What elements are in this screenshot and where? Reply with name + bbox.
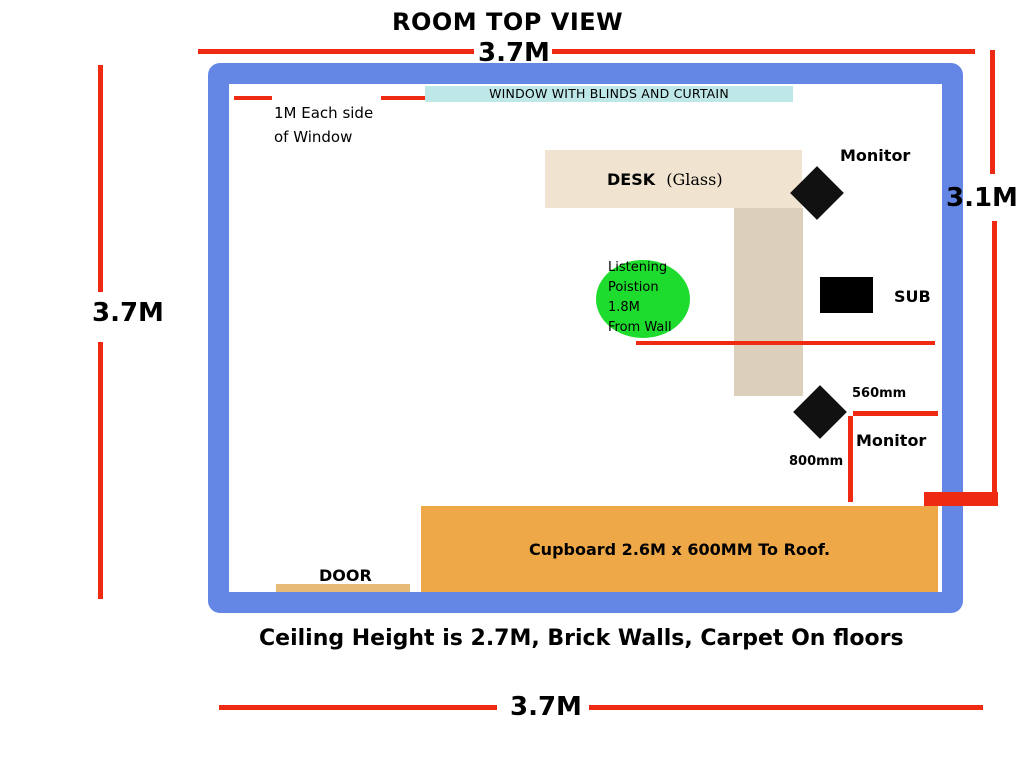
desk-return <box>734 208 803 396</box>
right-dimension-line-bottom <box>992 221 997 505</box>
offset-line-horizontal <box>853 411 938 416</box>
monitor-top-label: Monitor <box>840 146 911 165</box>
offset-line-vertical <box>848 416 853 502</box>
desk-label: DESK <box>607 170 656 189</box>
top-dimension-line-left <box>198 49 474 54</box>
left-dimension-label: 3.7M <box>92 298 164 328</box>
top-dimension-line-right <box>552 49 975 54</box>
door-label: DOOR <box>319 566 372 585</box>
desk-label-group: DESK (Glass) <box>607 170 723 189</box>
cupboard-label: Cupboard 2.6M x 600MM To Roof. <box>528 539 831 559</box>
window: WINDOW WITH BLINDS AND CURTAIN <box>425 86 793 102</box>
bottom-dimension-label: 3.7M <box>510 692 582 722</box>
ceiling-note: Ceiling Height is 2.7M, Brick Walls, Car… <box>259 626 904 651</box>
listening-position-line2: Poistion <box>608 280 659 295</box>
listening-distance-line <box>636 341 935 345</box>
listening-position-label: Listening Poistion 1.8M From Wall <box>608 258 672 338</box>
left-dimension-line-bottom <box>98 342 103 599</box>
offset-vertical-label: 800mm <box>789 454 844 469</box>
subwoofer-label: SUB <box>894 287 931 306</box>
window-side-note: 1M Each side of Window <box>274 101 373 149</box>
bottom-dimension-line-left <box>219 705 497 710</box>
cupboard: Cupboard 2.6M x 600MM To Roof. <box>421 506 938 592</box>
door <box>276 584 410 592</box>
window-offset-line-left <box>234 96 272 100</box>
listening-position-line3: 1.8M <box>608 300 640 315</box>
right-dimension-label: 3.1M <box>946 183 1018 213</box>
offset-horizontal-label: 560mm <box>852 386 907 401</box>
right-dimension-line-top <box>990 50 995 174</box>
diagram-title: ROOM TOP VIEW <box>392 8 624 36</box>
subwoofer <box>820 277 873 313</box>
window-offset-line-right <box>381 96 425 100</box>
desk-top <box>545 150 802 208</box>
listening-position-spot <box>596 260 690 338</box>
desk-material: (Glass) <box>666 170 723 189</box>
listening-position-line4: From Wall <box>608 320 672 335</box>
window-side-note-line2: of Window <box>274 128 353 146</box>
window-side-note-line1: 1M Each side <box>274 104 374 122</box>
cupboard-marker <box>924 492 998 506</box>
left-dimension-line-top <box>98 65 103 292</box>
monitor-bottom-label: Monitor <box>856 431 927 450</box>
bottom-dimension-line-right <box>589 705 983 710</box>
listening-position-line1: Listening <box>608 260 668 275</box>
